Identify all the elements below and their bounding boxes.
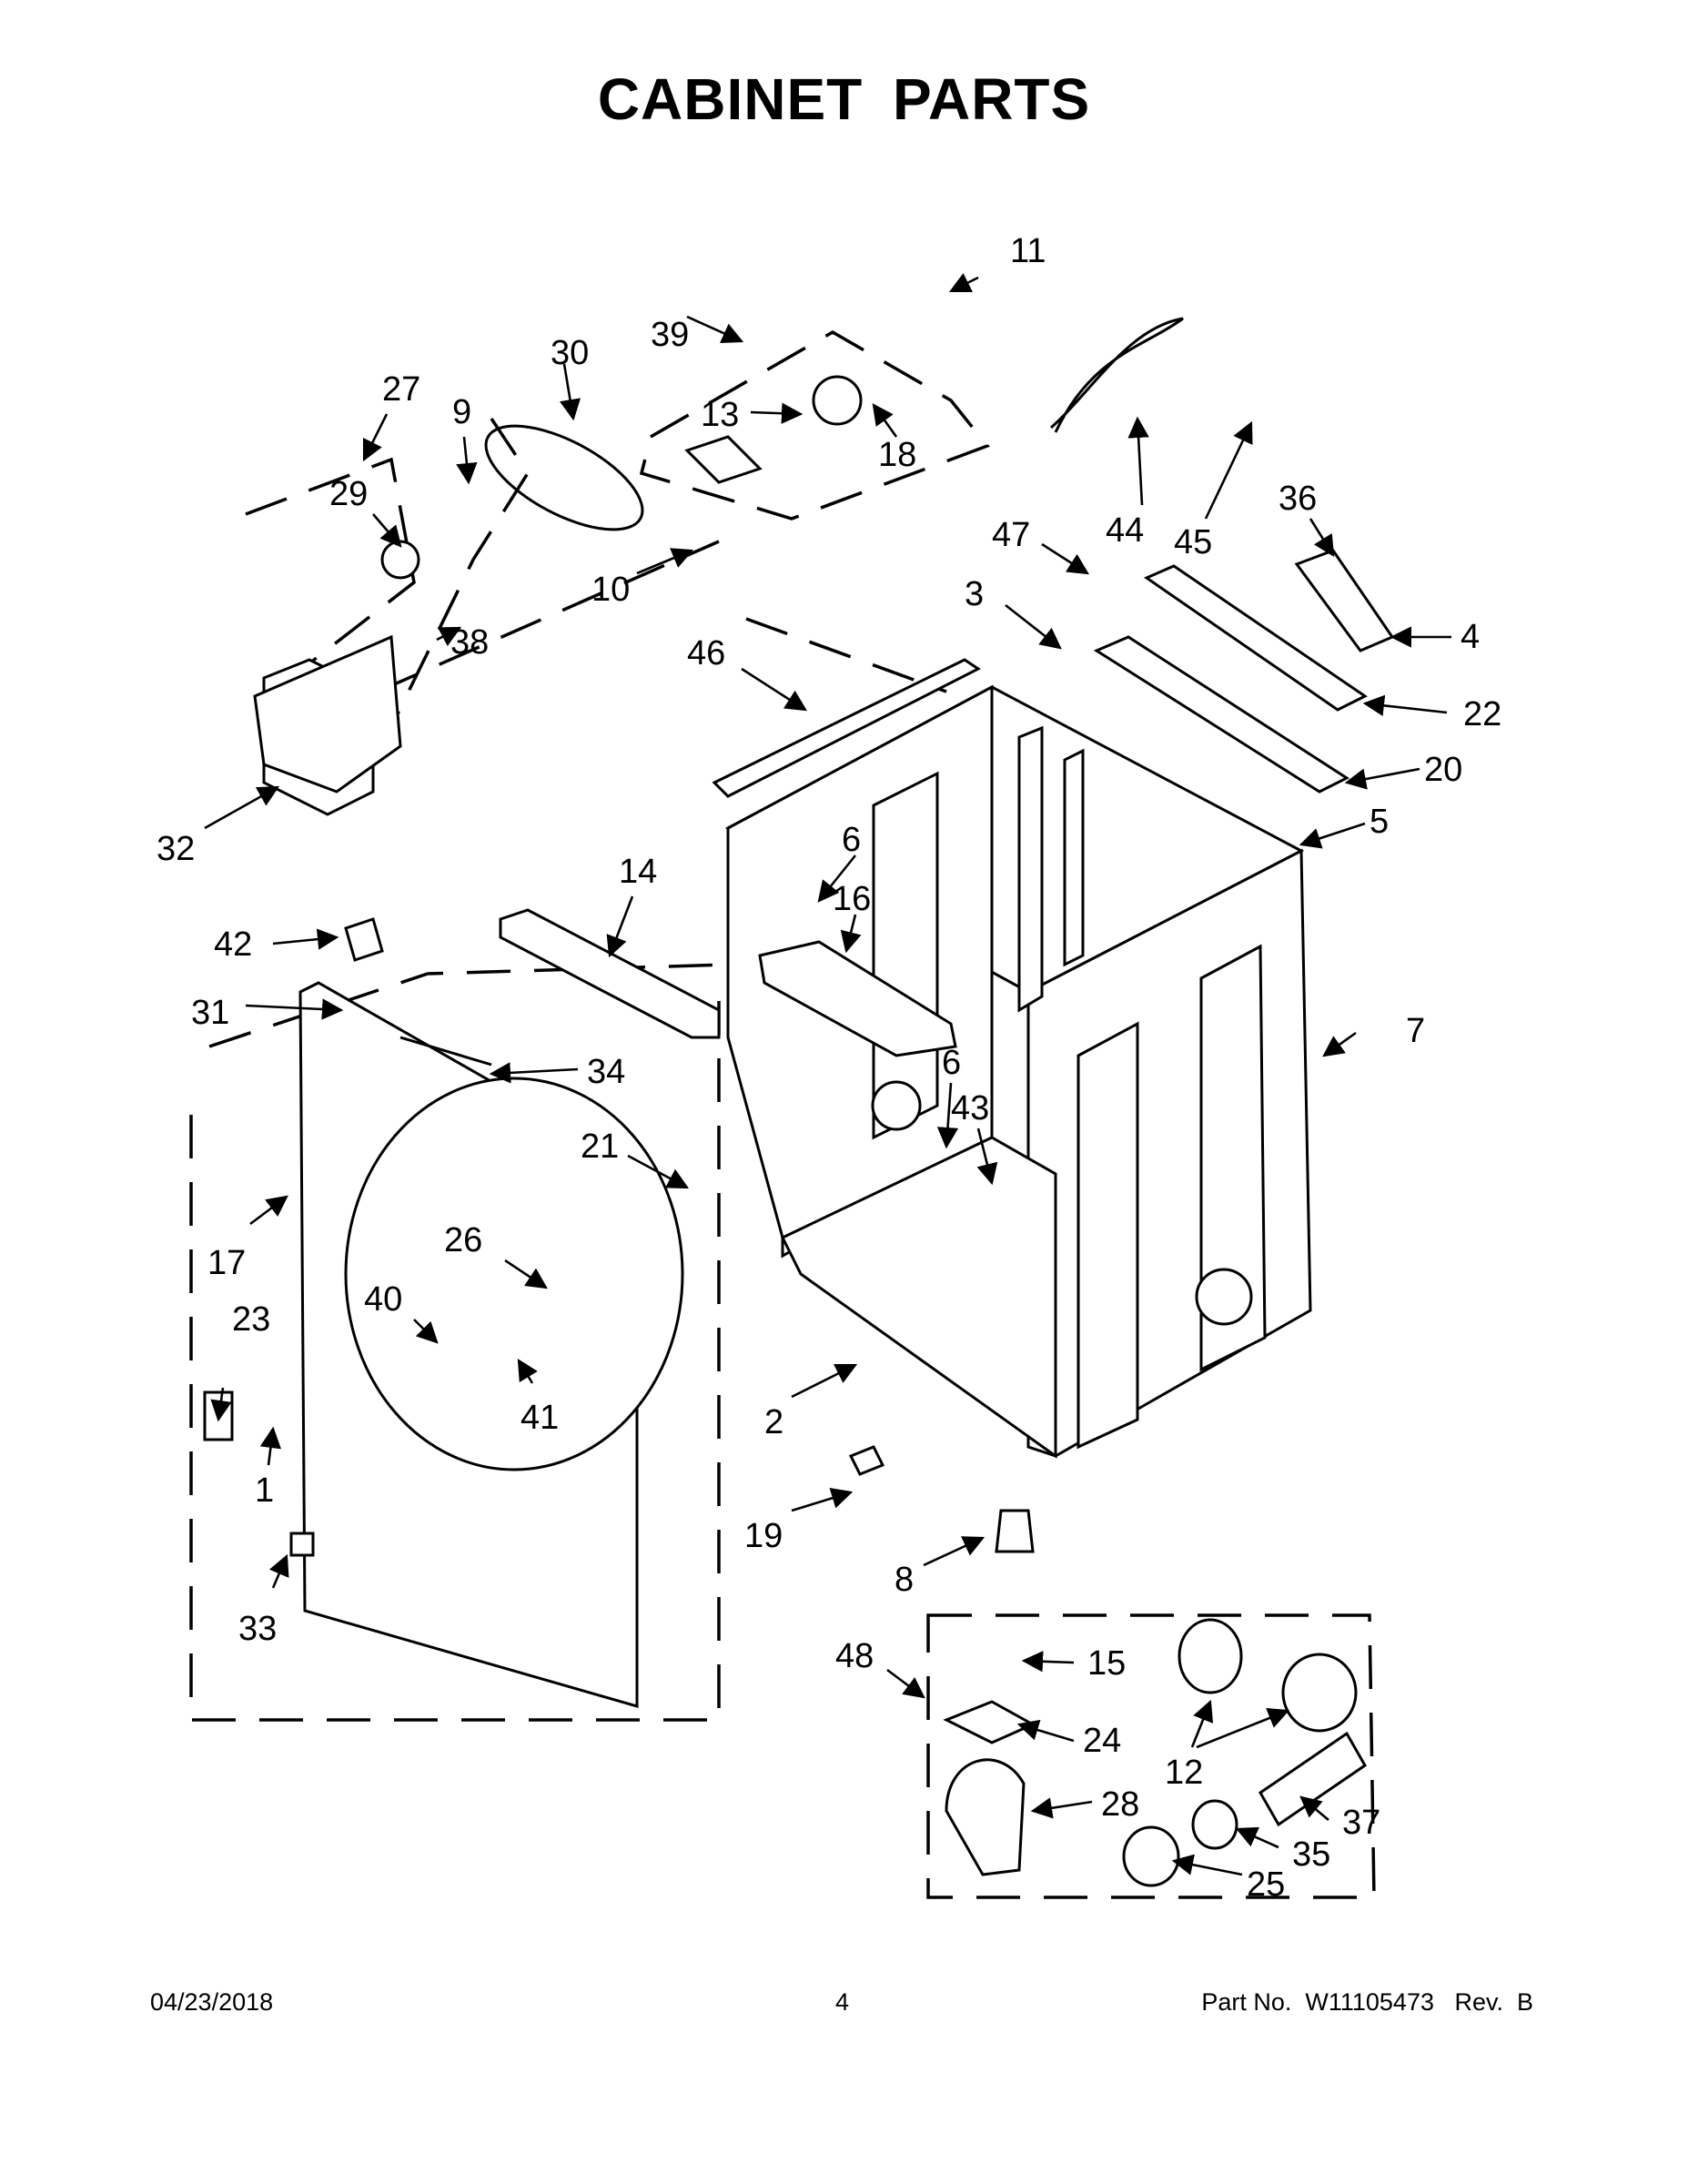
callout-33: 33 bbox=[238, 1610, 277, 1648]
callout-6: 6 bbox=[842, 821, 861, 859]
back-dash-line bbox=[745, 617, 947, 693]
part-19-clip bbox=[848, 1445, 885, 1476]
callout-6b: 6 bbox=[942, 1044, 961, 1082]
part-35-coupler bbox=[1191, 1799, 1238, 1850]
callout-44: 44 bbox=[1106, 511, 1144, 550]
part-42-harness bbox=[344, 917, 384, 962]
callout-43: 43 bbox=[951, 1089, 989, 1127]
callout-22: 22 bbox=[1463, 695, 1501, 733]
part-24-plate bbox=[943, 1700, 1036, 1744]
part-44-power-cord bbox=[1050, 317, 1184, 433]
part-12-vent-cap-1 bbox=[1178, 1618, 1243, 1694]
callout-42: 42 bbox=[214, 925, 252, 964]
callout-17: 17 bbox=[207, 1244, 246, 1282]
parts bbox=[203, 317, 1395, 1887]
callout-38: 38 bbox=[450, 623, 489, 662]
callout-21: 21 bbox=[581, 1127, 619, 1166]
footer-part-number: Part No. W11105473 Rev. B bbox=[1201, 1988, 1533, 2016]
part-28-elbow bbox=[945, 1758, 1026, 1876]
callout-48: 48 bbox=[835, 1637, 874, 1675]
part-29-pulley bbox=[380, 540, 420, 580]
motor-group-outline bbox=[245, 457, 416, 693]
part-33-plug bbox=[289, 1532, 315, 1557]
callout-18: 18 bbox=[878, 436, 916, 474]
part-14-bracket bbox=[499, 908, 721, 1039]
cabinet-inner-rib-1 bbox=[1017, 725, 1044, 1013]
callout-25: 25 bbox=[1247, 1866, 1285, 1904]
callout-45: 45 bbox=[1174, 523, 1212, 561]
callout-13: 13 bbox=[701, 396, 739, 434]
callout-9: 9 bbox=[452, 393, 471, 431]
part-30-belt bbox=[484, 424, 644, 531]
part-16-bracket bbox=[758, 940, 957, 1057]
part-13-idler-pulley bbox=[812, 375, 863, 426]
callout-29: 29 bbox=[329, 475, 368, 513]
cabinet-vent-hole-right bbox=[1195, 1268, 1253, 1326]
callout-3: 3 bbox=[965, 575, 984, 613]
callout-35: 35 bbox=[1292, 1835, 1330, 1874]
callout-41: 41 bbox=[521, 1399, 559, 1437]
idler-group-outline bbox=[639, 329, 990, 521]
part-25-clamp bbox=[1122, 1825, 1180, 1887]
part-37-duct bbox=[1258, 1731, 1367, 1827]
exhaust-group-outline bbox=[926, 1613, 1376, 1899]
cabinet-inner-rib-2 bbox=[1063, 748, 1085, 967]
callout-7: 7 bbox=[1406, 1012, 1425, 1050]
page-title: CABINET PARTS bbox=[597, 66, 1091, 132]
callout-1: 1 bbox=[255, 1471, 274, 1510]
cabinet-window-right-1 bbox=[1076, 1021, 1139, 1450]
callout-46: 46 bbox=[687, 634, 725, 672]
callout-15: 15 bbox=[1087, 1644, 1126, 1683]
part-12-vent-cap-2 bbox=[1281, 1653, 1358, 1733]
front-panel-group-outline bbox=[189, 1001, 721, 1722]
front-panel-door-opening bbox=[344, 1077, 684, 1471]
callout-14: 14 bbox=[619, 853, 657, 891]
cabinet-base bbox=[780, 1136, 1057, 1459]
part-8-leveling-foot bbox=[995, 1509, 1035, 1553]
callout-19: 19 bbox=[744, 1517, 783, 1555]
callout-10: 10 bbox=[591, 571, 630, 609]
callout-12: 12 bbox=[1165, 1754, 1203, 1792]
part-4-bracket bbox=[1294, 549, 1395, 652]
callout-40: 40 bbox=[364, 1280, 402, 1319]
footer-date: 04/23/2018 bbox=[150, 1988, 274, 2016]
callout-16: 16 bbox=[833, 880, 871, 918]
callout-34: 34 bbox=[587, 1053, 625, 1091]
footer-page-number: 4 bbox=[835, 1988, 850, 2016]
callout-31: 31 bbox=[191, 994, 229, 1032]
callout-20: 20 bbox=[1424, 751, 1462, 789]
callout-2: 2 bbox=[764, 1403, 783, 1441]
belt-dash-line bbox=[377, 540, 720, 693]
callout-39: 39 bbox=[651, 316, 689, 354]
part-46-top-rail bbox=[712, 658, 981, 798]
part-13-idler-bracket bbox=[684, 435, 763, 484]
callout-36: 36 bbox=[1279, 480, 1317, 518]
callout-5: 5 bbox=[1370, 803, 1389, 841]
callout-30: 30 bbox=[551, 334, 589, 372]
callout-47: 47 bbox=[992, 516, 1030, 554]
callout-4: 4 bbox=[1461, 618, 1480, 656]
leader-lines bbox=[204, 273, 1451, 1876]
callout-32: 32 bbox=[157, 830, 195, 868]
cabinet-window-right-2 bbox=[1199, 944, 1267, 1372]
callout-26: 26 bbox=[444, 1221, 482, 1259]
callout-24: 24 bbox=[1083, 1722, 1121, 1760]
callout-37: 37 bbox=[1342, 1804, 1380, 1842]
callout-8: 8 bbox=[895, 1561, 914, 1599]
callout-23: 23 bbox=[232, 1300, 270, 1339]
callout-labels: 1 2 3 4 5 6 6 7 8 9 10 11 12 13 14 15 16… bbox=[157, 232, 1501, 1904]
cabinet-vent-hole-left bbox=[871, 1080, 922, 1131]
callout-28: 28 bbox=[1101, 1785, 1139, 1824]
part-32-motor-mount bbox=[253, 634, 402, 794]
callout-27: 27 bbox=[382, 370, 420, 409]
callout-11: 11 bbox=[1010, 232, 1046, 270]
part-34-harness bbox=[399, 1036, 492, 1067]
